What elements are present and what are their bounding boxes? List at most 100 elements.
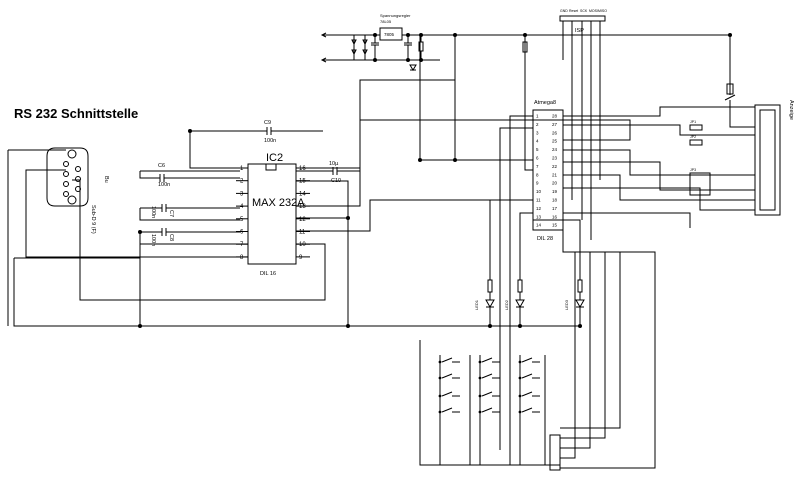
jumper-3: JP3 xyxy=(690,168,696,172)
connector-type-label: Sub-D 9 (F) xyxy=(90,205,96,234)
mcu-pin-23: 23 xyxy=(552,156,558,161)
c9-value: 100n xyxy=(264,138,276,144)
ic2-pin-12: 12 xyxy=(299,217,306,223)
junction-dot xyxy=(523,33,527,37)
junction-dot xyxy=(453,33,457,37)
mcu-pin-7: 7 xyxy=(536,164,539,169)
isp-pin-reset: Reset xyxy=(569,9,578,13)
ic2-pin-5: 5 xyxy=(240,217,244,223)
c6-value: 100n xyxy=(158,182,170,188)
key-switch xyxy=(438,373,460,380)
lcd-connector: Anzeige xyxy=(754,100,794,216)
jumper-2: JP2 xyxy=(690,135,696,139)
regulator-label: 7805 xyxy=(384,32,395,37)
ic2-pin-7: 7 xyxy=(240,242,244,248)
mcu-wiring xyxy=(454,35,755,469)
mcu-pin-18: 18 xyxy=(552,198,558,203)
mcu-pin-9: 9 xyxy=(536,181,539,186)
key-switch xyxy=(478,391,500,398)
isp-pin-miso: MISO xyxy=(598,9,607,13)
key-switch xyxy=(518,391,540,398)
ic2-pin-13: 13 xyxy=(299,204,306,210)
led-1: LED1 xyxy=(474,299,479,310)
mcu-pin-2: 2 xyxy=(536,122,539,127)
key-switch xyxy=(478,357,500,364)
power-title: Spannungsregler xyxy=(380,13,411,18)
led-3: LED3 xyxy=(564,299,569,310)
mcu-pin-16: 16 xyxy=(552,214,558,219)
subd9-connector: Bu Sub-D 9 (F) xyxy=(46,147,109,234)
mcu-name: Atmega8 xyxy=(534,100,556,106)
key-matrix xyxy=(419,340,561,471)
junction-dots xyxy=(138,33,732,328)
ic2-pin-2: 2 xyxy=(240,179,244,185)
isp-pin-sck: SCK xyxy=(580,9,588,13)
c8-ref: C8 xyxy=(168,234,174,241)
ic2-pin-8: 8 xyxy=(240,255,244,261)
mcu-pin-8: 8 xyxy=(536,172,539,177)
mcu-pin-17: 17 xyxy=(552,206,558,211)
isp-header: ISP GND Reset SCK MOSI MISO xyxy=(559,9,607,240)
junction-dot xyxy=(188,129,192,133)
isp-label: ISP xyxy=(575,28,584,34)
power-part: 78L05 xyxy=(380,19,392,24)
junction-dot xyxy=(518,324,522,328)
mcu-pin-28: 28 xyxy=(552,114,558,119)
ic2-pin-11: 11 xyxy=(299,230,306,236)
ic2-pin-4: 4 xyxy=(240,204,244,210)
c9-ref: C9 xyxy=(264,120,271,126)
ic2-pin-6: 6 xyxy=(240,230,244,236)
key-switch xyxy=(438,407,460,414)
ic2-pin-16: 16 xyxy=(299,166,306,172)
capacitors: C9 100n C6 100n C7 100n C8 100n 10µ C10 xyxy=(139,120,360,246)
junction-dot xyxy=(418,158,422,162)
key-switch xyxy=(438,357,460,364)
junction-dot xyxy=(488,324,492,328)
junction-dot xyxy=(346,324,350,328)
junction-dot xyxy=(419,33,423,37)
isp-pin-gnd: GND xyxy=(560,9,568,13)
key-switch xyxy=(518,373,540,380)
jumpers: JP1 JP2 JP3 xyxy=(689,120,711,196)
lcd-label: Anzeige xyxy=(788,100,794,120)
ic2-pin-9: 9 xyxy=(299,255,303,261)
mcu-pin-1: 1 xyxy=(536,114,539,119)
mcu-package: DIL 28 xyxy=(537,236,553,242)
junction-dot xyxy=(373,33,377,37)
mcu-pin-6: 6 xyxy=(536,156,539,161)
schematic-title: RS 232 Schnittstelle xyxy=(14,106,138,121)
junction-dot xyxy=(406,58,410,62)
key-switch xyxy=(438,391,460,398)
mcu-pin-10: 10 xyxy=(536,189,542,194)
key-switch xyxy=(478,373,500,380)
mcu-pin-5: 5 xyxy=(536,147,539,152)
mcu-pin-3: 3 xyxy=(536,130,539,135)
ic2-name: MAX 232A xyxy=(252,197,305,209)
junction-dot xyxy=(406,33,410,37)
c10-value: 10µ xyxy=(329,161,339,167)
junction-dot xyxy=(419,58,423,62)
mcu-pin-22: 22 xyxy=(552,164,558,169)
c7-value: 100n xyxy=(150,206,156,218)
mcu-pin-4: 4 xyxy=(536,139,539,144)
junction-dot xyxy=(373,58,377,62)
mcu-pin-21: 21 xyxy=(552,172,558,177)
key-switch xyxy=(478,407,500,414)
c7-ref: C7 xyxy=(168,210,174,217)
key-switch xyxy=(518,357,540,364)
ic2-pin-10: 10 xyxy=(299,242,306,248)
mcu-pin-15: 15 xyxy=(552,223,558,228)
junction-dot xyxy=(453,158,457,162)
ic2-pin-14: 14 xyxy=(299,191,306,197)
mcu-pin-12: 12 xyxy=(536,206,542,211)
c6-ref: C6 xyxy=(158,163,165,169)
junction-dot xyxy=(138,230,142,234)
mcu-pin-14: 14 xyxy=(536,223,542,228)
junction-dot xyxy=(578,324,582,328)
c8-value: 100n xyxy=(150,234,156,246)
mcu-pin-26: 26 xyxy=(552,130,558,135)
